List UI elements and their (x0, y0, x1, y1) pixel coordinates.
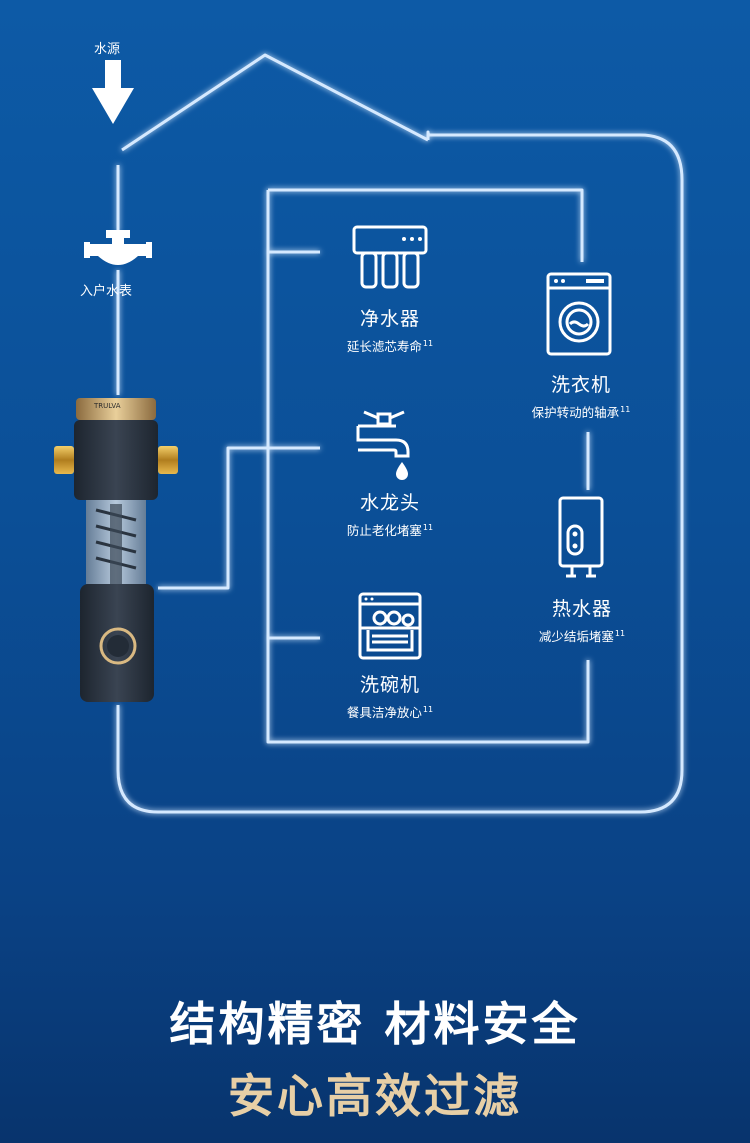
appliance-purifier: 净水器 延长滤芯寿命11 (332, 304, 448, 355)
appliance-dishwasher: 洗碗机 餐具洁净放心11 (332, 670, 448, 721)
appliance-name: 净水器 (359, 308, 420, 330)
faucet-icon (356, 410, 410, 480)
footnote-ref: 11 (614, 628, 626, 638)
footnote-ref: 11 (422, 338, 434, 348)
washing-machine-icon (546, 272, 612, 356)
appliance-name: 洗碗机 (359, 674, 420, 696)
brand-logo: TRULVA (94, 402, 121, 410)
appliance-washer: 洗衣机 保护转动的轴承11 (516, 370, 646, 421)
appliance-heater: 热水器 减少结垢堵塞11 (522, 594, 642, 645)
appliance-desc: 保护转动的轴承 (531, 405, 620, 420)
appliance-faucet: 水龙头 防止老化堵塞11 (332, 488, 448, 539)
appliance-desc: 减少结垢堵塞 (538, 629, 614, 644)
house-roof (121, 53, 429, 152)
appliance-desc: 防止老化堵塞 (346, 523, 422, 538)
appliance-desc: 餐具洁净放心 (346, 705, 422, 720)
water-meter-icon (84, 230, 152, 265)
headline-primary: 结构精密 材料安全 (169, 997, 581, 1051)
water-heater-icon (558, 496, 604, 578)
pre-filter-device (54, 398, 178, 702)
footnote-ref: 11 (422, 704, 434, 714)
source-label: 水源 (94, 42, 121, 57)
headline-secondary: 安心高效过滤 (228, 1069, 522, 1123)
dishwasher-icon (358, 592, 422, 660)
appliance-name: 洗衣机 (550, 374, 611, 396)
appliance-name: 热水器 (551, 598, 612, 620)
meter-label: 入户水表 (80, 284, 133, 299)
water-purifier-icon (352, 225, 428, 289)
appliance-name: 水龙头 (359, 492, 420, 514)
footnote-ref: 11 (620, 404, 631, 414)
appliance-desc: 延长滤芯寿命 (346, 339, 422, 354)
down-arrow-icon (92, 60, 134, 124)
footnote-ref: 11 (422, 522, 434, 532)
